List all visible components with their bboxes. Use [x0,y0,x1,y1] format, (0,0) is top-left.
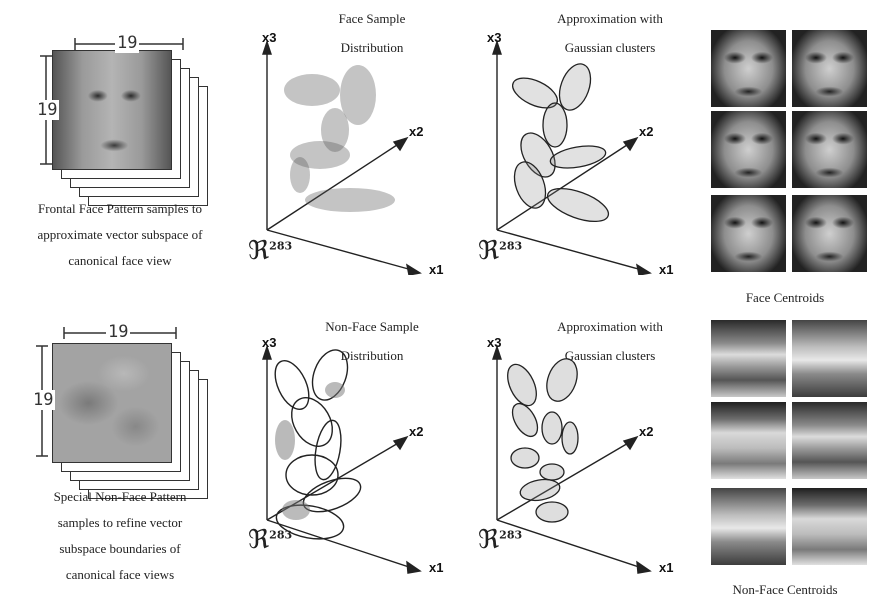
x2-label: x2 [639,124,653,139]
face-width-label: 19 [115,33,139,53]
nonface-pattern-caption: Special Non-Face Pattern samples to refi… [0,484,240,588]
nonface-centroids-label: Non-Face Centroids [700,582,870,598]
x3-label: x3 [262,335,276,350]
x1-label: x1 [659,262,673,277]
face-centroid-tile [711,195,786,272]
caption-line: subspace boundaries of [0,536,240,562]
x2-label: x2 [639,424,653,439]
nonface-centroid-tile [792,488,867,565]
face-centroid-tile [792,195,867,272]
x3-label: x3 [262,30,276,45]
nonface-centroid-tile [711,320,786,397]
nonface-centroid-tile [711,402,786,479]
face-centroid-tile [792,111,867,188]
caption-line: canonical face view [0,248,240,274]
face-centroid-tile [711,30,786,107]
real-space-symbol: ℜ283 [478,525,522,555]
x1-label: x1 [429,262,443,277]
caption-line: canonical face views [0,562,240,588]
nonface-centroid-tile [792,320,867,397]
caption-line: Frontal Face Pattern samples to [0,196,240,222]
face-centroid-tile [711,111,786,188]
nonface-pattern-image [52,343,172,463]
nonface-centroid-tile [792,402,867,479]
face-pattern-image [52,50,172,170]
caption-line: samples to refine vector [0,510,240,536]
face-clusters [508,60,612,229]
caption-line: Special Non-Face Pattern [0,484,240,510]
x2-label: x2 [409,424,423,439]
real-space-symbol: ℜ283 [248,525,292,555]
nonface-width-label: 19 [106,322,130,342]
x3-label: x3 [487,30,501,45]
real-space-symbol: ℜ283 [478,236,522,266]
caption-line: approximate vector subspace of [0,222,240,248]
x2-label: x2 [409,124,423,139]
real-space-symbol: ℜ283 [248,236,292,266]
nonface-centroid-tile [711,488,786,565]
nonface-height-label: 19 [31,390,55,410]
face-height-label: 19 [35,100,59,120]
face-pattern-caption: Frontal Face Pattern samples to approxim… [0,196,240,274]
x3-label: x3 [487,335,501,350]
face-centroids-label: Face Centroids [700,290,870,306]
face-centroid-tile [792,30,867,107]
face-sample-points [284,65,395,212]
x1-label: x1 [429,560,443,575]
x1-label: x1 [659,560,673,575]
nonface-clusters [502,355,583,522]
